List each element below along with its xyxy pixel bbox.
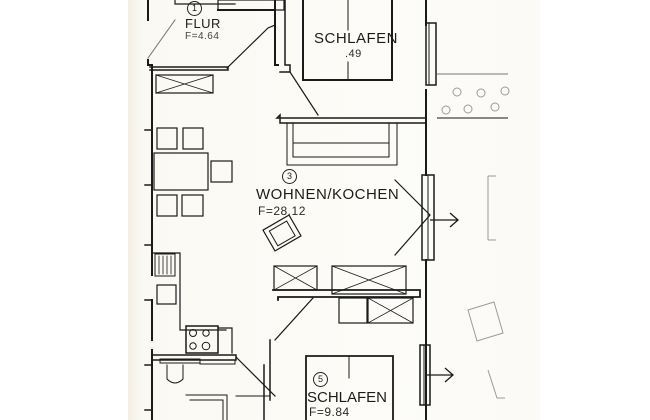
room-number-badge: 5 <box>313 372 328 387</box>
room-name-schlafen-bottom: SCHLAFEN <box>307 389 388 406</box>
room-area-wohnen-kochen: F=28.12 <box>258 204 306 218</box>
room-number-badge: 1 <box>187 1 202 16</box>
room-number-badge: 3 <box>282 169 297 184</box>
room-name-flur: FLUR <box>185 16 221 31</box>
room-area-schlafen-top: .49 <box>345 48 362 60</box>
room-area-schlafen-bottom: F=9.84 <box>309 405 350 419</box>
room-name-schlafen-top: SCHLAFEN <box>314 30 399 47</box>
room-area-flur: F=4.64 <box>185 31 220 42</box>
room-name-wohnen-kochen: WOHNEN/KOCHEN <box>256 186 400 203</box>
